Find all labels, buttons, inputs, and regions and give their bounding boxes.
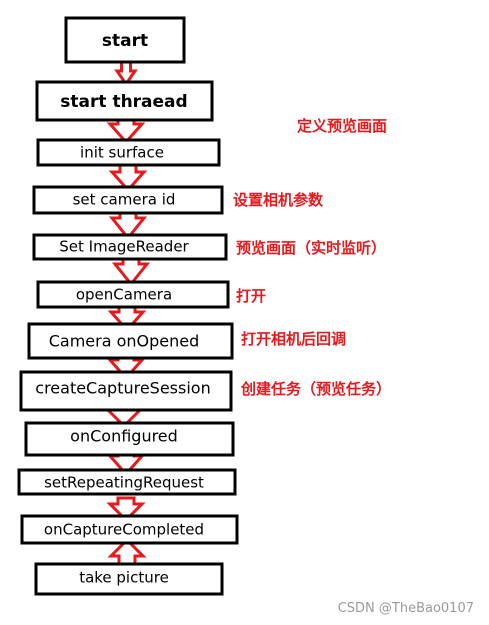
step-opencamera: openCamera: [36, 280, 230, 309]
step-set-camera-id: set camera id: [32, 185, 224, 215]
step-label: onCaptureCompleted: [44, 521, 204, 539]
step-init-surface: init surface: [36, 138, 221, 167]
step-box: [36, 138, 221, 167]
annotation-after-open-callback: 打开相机后回调: [241, 330, 346, 348]
step-box: [34, 562, 224, 596]
step-label: createCaptureSession: [35, 379, 210, 398]
step-box: [36, 280, 230, 309]
step-box: [64, 16, 186, 64]
flow-steps: start start thraead init surface set cam…: [17, 16, 239, 596]
annotation-preview-realtime: 预览画面（实时监听）: [236, 239, 386, 257]
step-label: start: [102, 31, 148, 51]
step-createcapturesession: createCaptureSession: [19, 370, 233, 412]
step-label: onConfigured: [70, 427, 178, 446]
step-box: [20, 514, 239, 545]
step-box: [24, 421, 235, 457]
step-label: openCamera: [76, 286, 172, 304]
step-box: [32, 185, 224, 215]
step-label: init surface: [80, 144, 164, 162]
step-box: [27, 322, 234, 360]
step-label: Set ImageReader: [59, 238, 189, 256]
arrow-down-10: [106, 496, 146, 523]
step-box: [32, 233, 228, 261]
annotations: 定义预览画面 设置相机参数 预览画面（实时监听） 打开 打开相机后回调 创建任务…: [233, 117, 391, 398]
step-setrepeatingrequest: setRepeatingRequest: [17, 468, 237, 496]
watermark: CSDN @TheBao0107: [338, 601, 474, 616]
step-onconfigured: onConfigured: [24, 421, 235, 457]
annotation-create-task: 创建任务（预览任务）: [240, 380, 391, 398]
arrow-down-1: [114, 58, 138, 87]
step-take-picture: take picture: [34, 562, 224, 596]
step-start-thread: start thraead: [35, 80, 214, 122]
step-box: [35, 80, 214, 122]
step-box: [17, 468, 237, 496]
annotation-set-camera-params: 设置相机参数: [233, 191, 324, 209]
annotation-open: 打开: [236, 287, 266, 305]
step-label: set camera id: [73, 191, 176, 209]
step-box: [19, 370, 233, 412]
step-start: start: [64, 16, 186, 64]
step-label: setRepeatingRequest: [44, 474, 204, 492]
step-set-imagereader: Set ImageReader: [32, 233, 228, 261]
step-label: take picture: [79, 569, 169, 587]
annotation-define-preview: 定义预览画面: [297, 117, 387, 135]
step-label: start thraead: [60, 92, 187, 112]
step-label: Camera onOpened: [49, 332, 200, 351]
step-camera-onopened: Camera onOpened: [27, 322, 234, 360]
step-oncapturecompleted: onCaptureCompleted: [20, 514, 239, 545]
